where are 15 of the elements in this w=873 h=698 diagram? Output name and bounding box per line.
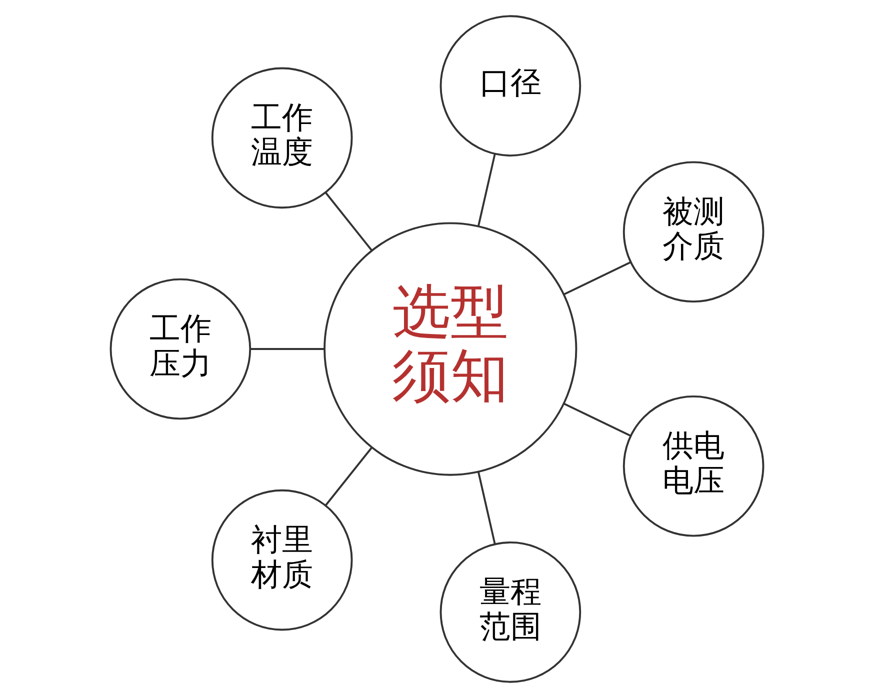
node-circle: 被测介质 <box>622 161 764 303</box>
connector <box>477 154 496 226</box>
connector <box>250 348 324 350</box>
connector <box>324 447 372 506</box>
node-circle: 衬里材质 <box>210 489 352 631</box>
node-circle: 供电电压 <box>622 395 764 537</box>
connector <box>477 472 496 544</box>
node-circle: 工作温度 <box>210 67 352 209</box>
node-circle: 量程范围 <box>439 542 581 683</box>
connector <box>563 261 630 296</box>
node-circle: 选型须知 <box>323 222 577 476</box>
node-circle: 口径 <box>439 15 581 156</box>
connector <box>563 402 630 437</box>
connector <box>324 192 372 251</box>
node-circle: 工作压力 <box>109 278 251 420</box>
